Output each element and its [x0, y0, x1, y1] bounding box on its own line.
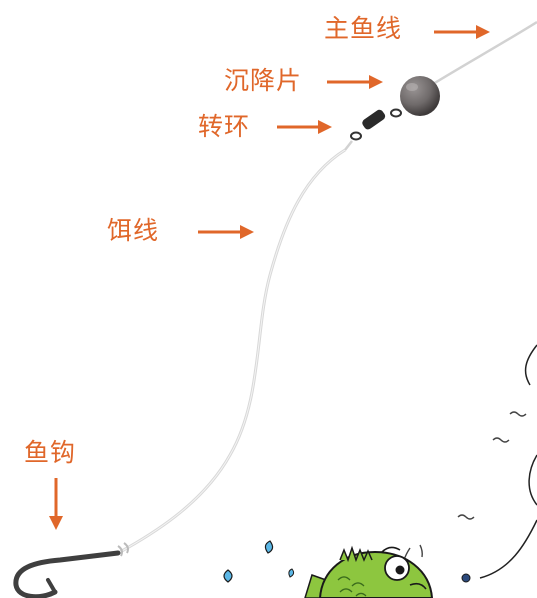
- motion-marks: [403, 411, 527, 561]
- main-line-arrow: [434, 25, 490, 39]
- sinker-icon: [400, 76, 440, 116]
- main-line-label: 主鱼线: [324, 14, 403, 43]
- sinker-label: 沉降片: [224, 66, 303, 95]
- hook-arrow: [49, 478, 63, 530]
- leader-label: 饵线: [107, 216, 160, 245]
- hook-label: 鱼钩: [24, 438, 77, 467]
- swivel-label: 转环: [198, 112, 251, 141]
- fish-icon: [223, 540, 471, 598]
- leader-line: [119, 148, 346, 554]
- hook-icon: [13, 550, 121, 598]
- annotation-arrows: [49, 25, 490, 530]
- swivel-arrow: [277, 120, 332, 134]
- sinker-arrow: [327, 75, 383, 89]
- leader-arrow: [198, 225, 254, 239]
- leader-knot: [117, 542, 129, 557]
- swivel-icon: [344, 108, 402, 151]
- background-line: [479, 344, 537, 579]
